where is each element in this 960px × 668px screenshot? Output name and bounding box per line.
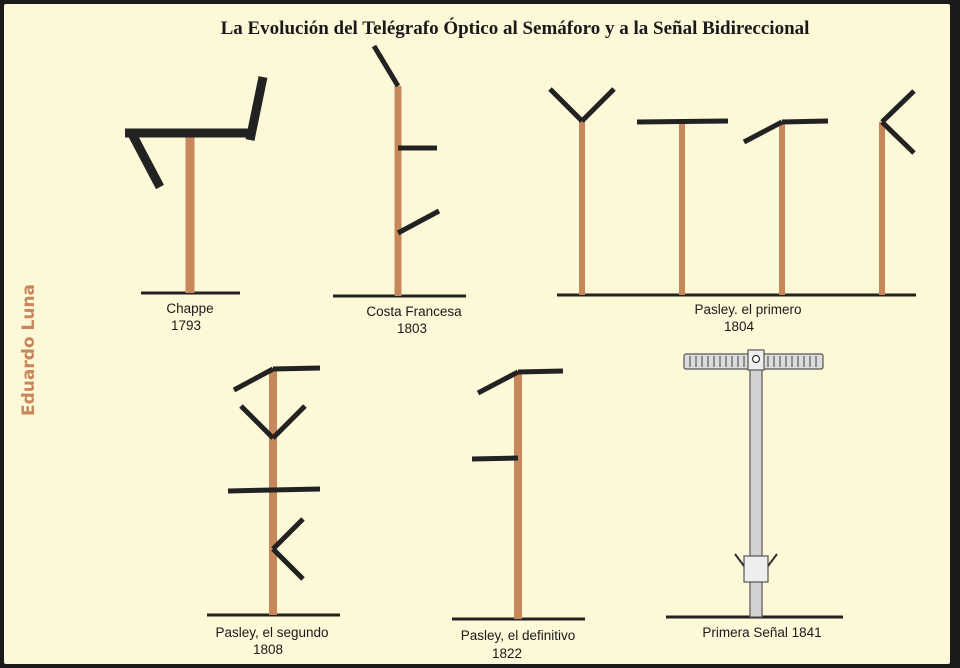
diagram-title: La Evolución del Telégrafo Óptico al Sem… (221, 17, 810, 39)
indicator-arm-right (245, 76, 268, 141)
caption-pasley-definitivo-year: 1822 (492, 646, 522, 661)
arm (880, 120, 916, 155)
arm (742, 119, 784, 145)
arm (271, 404, 307, 440)
primera-senal-signal (666, 349, 843, 619)
pasley-primero-telegraph (548, 87, 916, 297)
chappe-telegraph (125, 76, 268, 295)
costa-francesa-telegraph (333, 44, 466, 298)
caption-pasley-segundo-name: Pasley, el segundo (215, 625, 328, 640)
arm (781, 118, 829, 125)
indicator-arm-left (127, 129, 164, 190)
author-label: Eduardo Luna (19, 284, 39, 416)
caption-chappe-name: Chappe (166, 301, 213, 316)
caption-costa-francesa-name: Costa Francesa (366, 304, 462, 319)
pasley-segundo-telegraph (207, 365, 340, 617)
arm (476, 369, 520, 396)
arm (271, 517, 305, 551)
arm (548, 87, 584, 123)
arm (227, 486, 321, 494)
arm (517, 368, 564, 375)
lamp-bracket-right (767, 553, 778, 567)
arm (580, 87, 616, 123)
lamp-box (743, 555, 769, 583)
caption-costa-francesa-year: 1803 (397, 321, 427, 336)
diagram-background (4, 4, 950, 664)
arm (271, 547, 305, 581)
caption-pasley-segundo-year: 1808 (253, 642, 283, 657)
caption-pasley-definitivo-name: Pasley, el definitivo (461, 628, 576, 643)
lamp-bracket-left (734, 553, 745, 567)
caption-chappe-year: 1793 (171, 318, 201, 333)
pasley-definitivo-telegraph (452, 368, 585, 621)
arm-pivot (751, 354, 761, 364)
arm (880, 89, 916, 124)
arm-bottom (396, 208, 441, 236)
arm (239, 404, 275, 440)
caption-pasley-primero-year: 1804 (724, 319, 755, 334)
arm-top (371, 44, 401, 88)
caption-primera-senal-name: Primera Señal 1841 (702, 625, 821, 640)
arm (232, 366, 275, 393)
arm (272, 365, 321, 372)
caption-pasley-primero-name: Pasley. el primero (694, 302, 801, 317)
arm (636, 118, 729, 125)
arm (471, 455, 519, 462)
